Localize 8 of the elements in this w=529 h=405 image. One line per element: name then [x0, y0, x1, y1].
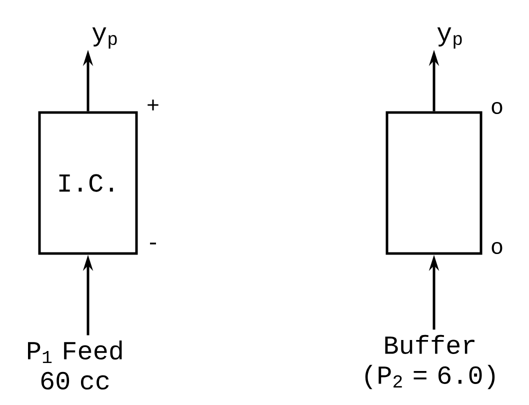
output-label: y$_{p}$ — [437, 27, 462, 49]
input-label: Buffer (P$_{2}$ = 6.0) — [365, 334, 495, 390]
terminal-sign: o — [492, 102, 502, 114]
empty-box — [386, 111, 482, 255]
input-label: P$_{1}$ Feed 60 cc — [28, 340, 122, 390]
terminal-sign: + — [148, 100, 158, 110]
process-box: I.C. — [38, 111, 138, 255]
output-label: y$_{p}$ — [92, 27, 117, 49]
